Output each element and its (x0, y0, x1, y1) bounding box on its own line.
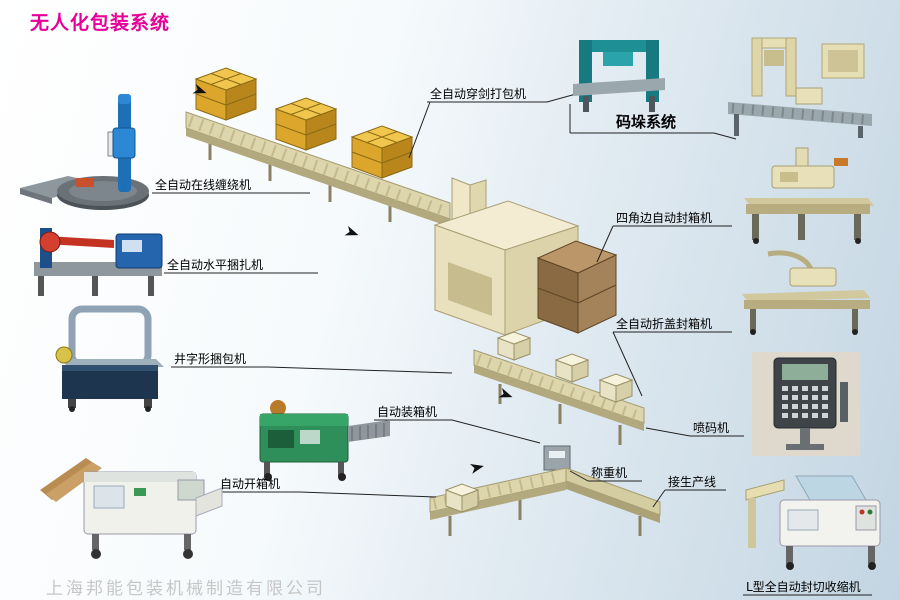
sword-baling-machine-image (573, 36, 665, 114)
label-l-type-shrink-machine: L型全自动封切收缩机 (746, 580, 861, 594)
label-flap-folding-sealing-machine: 全自动折盖封箱机 (616, 317, 713, 331)
upper-conveyor (185, 111, 451, 240)
label-case-packing-machine: 自动装箱机 (377, 405, 438, 419)
wrapping-machine-image (18, 92, 163, 217)
inkjet-coding-machine-image (752, 352, 860, 456)
company-watermark: 上海邦能包装机械制造有限公司 (46, 579, 326, 599)
connector-lines (152, 93, 872, 596)
label-wrapping-machine: 全自动在线缠绕机 (155, 178, 252, 192)
outfeed-conveyor (565, 467, 661, 536)
label-cross-strapping-machine: 井字形捆包机 (174, 352, 247, 366)
weighing-station (543, 445, 571, 471)
label-inkjet-coding-machine: 喷码机 (693, 421, 730, 435)
page-title: 无人化包装系统 (30, 12, 171, 34)
label-sword-baling-machine: 全自动穿剑打包机 (430, 87, 527, 101)
case-packing-machine-image (248, 396, 393, 481)
corner-edge-sealing-machine-image (738, 146, 876, 244)
label-production-line-connection: 接生产线 (668, 475, 717, 489)
l-type-shrink-machine-image (744, 456, 886, 570)
palletizing-system-image (726, 36, 874, 140)
mid-conveyor (473, 349, 645, 445)
label-carton-opening-machine: 自动开箱机 (220, 477, 281, 491)
label-palletizing-system: 码垛系统 (616, 113, 677, 131)
cross-strapping-machine-image (52, 303, 167, 413)
flap-folding-sealing-machine-image (738, 250, 873, 335)
label-horizontal-strapping-machine: 全自动水平捆扎机 (167, 258, 264, 272)
carton-opening-machine-image (38, 428, 223, 560)
pallet-load (536, 240, 618, 334)
label-weighing-machine: 称重机 (591, 466, 628, 480)
central-machine (433, 177, 580, 336)
horizontal-strapping-machine-image (28, 222, 168, 302)
label-corner-edge-sealing-machine: 四角边自动封箱机 (616, 211, 713, 225)
